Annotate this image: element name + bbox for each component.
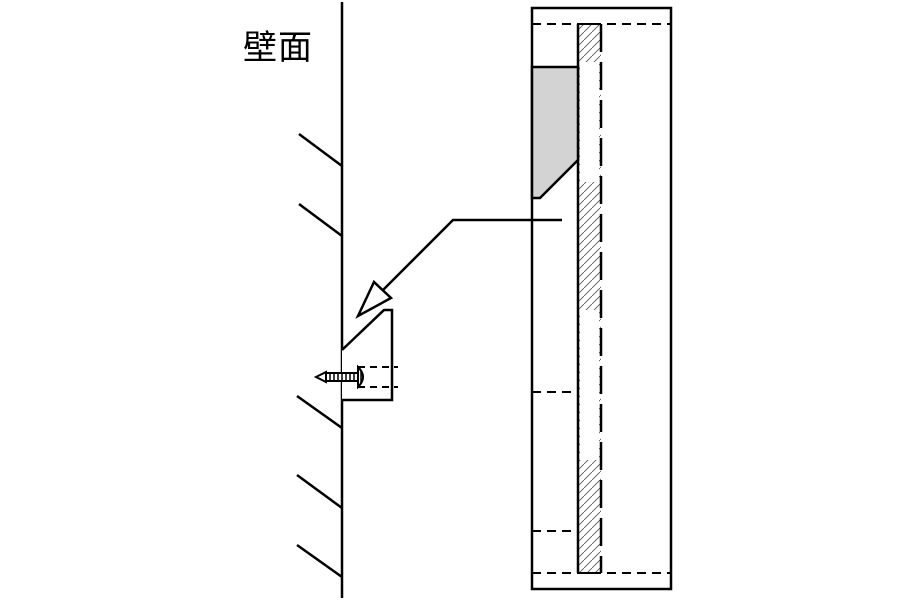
wall-cleat xyxy=(341,308,398,402)
panel-cleat xyxy=(530,65,580,200)
wall xyxy=(296,2,344,598)
wall-label: 壁面 xyxy=(243,28,313,68)
wall-hatching xyxy=(296,132,343,579)
panel-outline xyxy=(530,6,673,591)
direction-arrow xyxy=(355,218,562,319)
panel-side-view xyxy=(530,6,673,591)
screw-icon xyxy=(313,364,364,390)
